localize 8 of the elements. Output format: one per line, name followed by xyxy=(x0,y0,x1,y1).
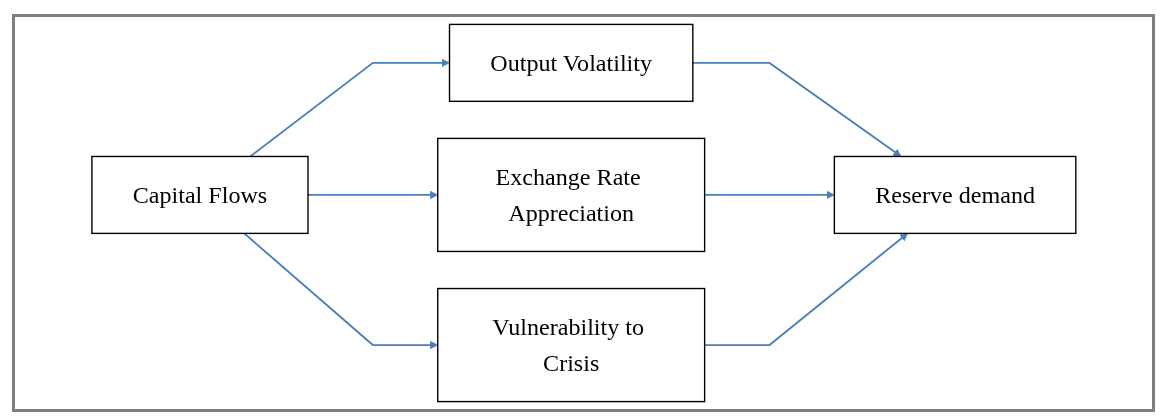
node-box xyxy=(436,287,705,403)
node-box xyxy=(436,137,705,253)
arrow xyxy=(242,232,438,350)
node-box xyxy=(833,155,1077,235)
diagram-frame: Capital Flows Output Volatility Exchange Rate Appreciation Vulnerability to Crisis Reserve demand xyxy=(12,14,1155,412)
arrow xyxy=(249,58,450,158)
node-box xyxy=(90,155,309,235)
node-box xyxy=(448,23,694,103)
